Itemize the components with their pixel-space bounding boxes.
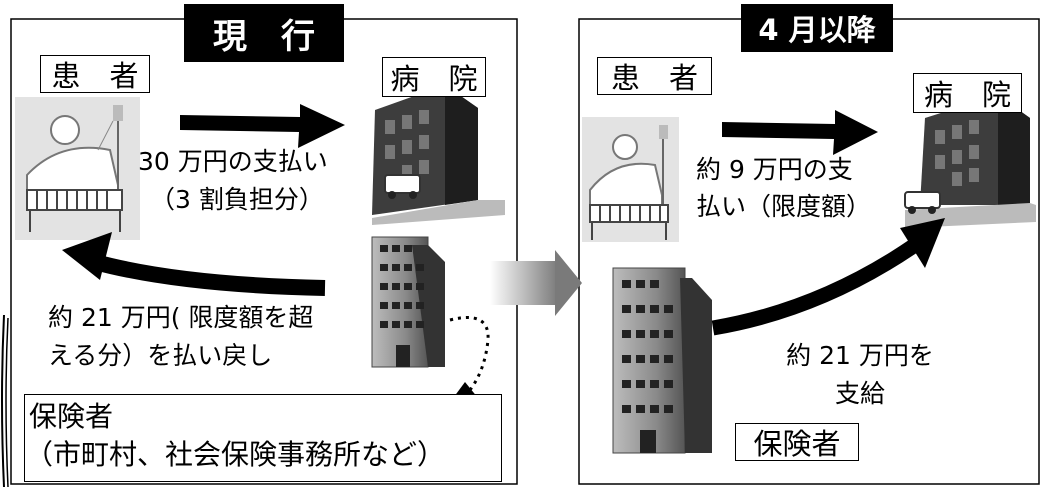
left-payment-text-line1: 30 万円の支払い bbox=[138, 147, 328, 176]
payment-arrow-right bbox=[722, 110, 878, 155]
right-payment-text-line1: 約 9 万円の支 bbox=[696, 155, 853, 184]
insurer-building-right bbox=[612, 267, 712, 454]
left-refund-text-line2: える分）を払い戻し bbox=[48, 341, 273, 370]
right-panel-title: 4 月以降 bbox=[741, 4, 893, 52]
left-hospital-label: 病 院 bbox=[382, 57, 486, 97]
right-hospital-label: 病 院 bbox=[913, 73, 1022, 113]
left-panel-title: 現 行 bbox=[184, 4, 344, 62]
left-insurer-box: 保険者 （市町村、社会保険事務所など） bbox=[24, 394, 502, 482]
transition-arrow bbox=[490, 250, 582, 316]
right-benefit-text-line1: 約 21 万円を bbox=[786, 341, 934, 370]
insurer-building-left bbox=[371, 236, 445, 368]
right-payment-text-line2: 払い（限度額） bbox=[696, 192, 872, 221]
benefit-arrow-right bbox=[711, 218, 945, 336]
patient-bed-illustration-right bbox=[582, 117, 679, 242]
left-insurer-line2: （市町村、社会保険事務所など） bbox=[25, 438, 446, 471]
left-refund-text-line1: 約 21 万円( 限度額を超 bbox=[48, 303, 314, 332]
right-insurer-label: 保険者 bbox=[735, 423, 859, 461]
left-payment-text-line2: （3 割負担分） bbox=[150, 185, 324, 214]
right-patient-label: 患 者 bbox=[597, 57, 712, 95]
left-insurer-line1: 保険者 bbox=[29, 400, 114, 433]
left-edge-curve bbox=[1, 314, 5, 487]
left-patient-label: 患 者 bbox=[40, 55, 150, 93]
patient-bed-illustration-left bbox=[15, 97, 140, 240]
payment-arrow-left bbox=[180, 104, 345, 148]
hospital-building-left bbox=[372, 85, 505, 225]
refund-arrow-left bbox=[62, 232, 326, 296]
right-benefit-text-line2: 支給 bbox=[834, 379, 885, 408]
